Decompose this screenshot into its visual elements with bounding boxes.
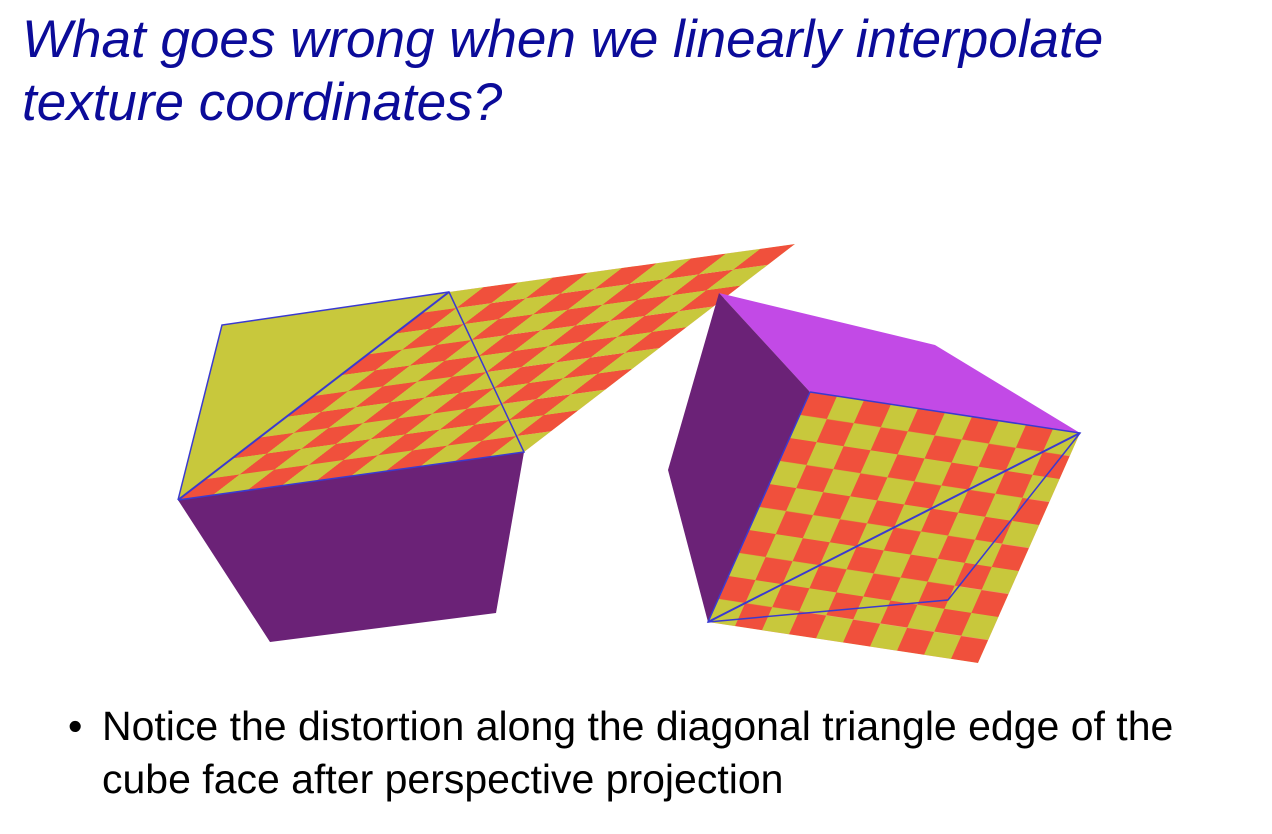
right-cube <box>668 293 1082 663</box>
right-cube-checker-face <box>706 391 1082 663</box>
left-cube <box>177 244 795 642</box>
right-cube-top-face <box>719 293 1080 433</box>
left-cube-front-face <box>178 452 524 642</box>
slide-title: What goes wrong when we linearly interpo… <box>22 10 1104 132</box>
bullet-list: • Notice the distortion along the diagon… <box>60 700 1240 806</box>
bullet-marker: • <box>68 703 83 749</box>
right-cube-diagonal-edge <box>707 432 1081 623</box>
left-cube-checker-face <box>177 244 795 501</box>
right-cube-side-face <box>668 293 810 622</box>
bullet-text: Notice the distortion along the diagonal… <box>102 703 1174 802</box>
left-cube-diagonal-edge <box>177 291 450 501</box>
bullet-item: • Notice the distortion along the diagon… <box>60 700 1240 806</box>
